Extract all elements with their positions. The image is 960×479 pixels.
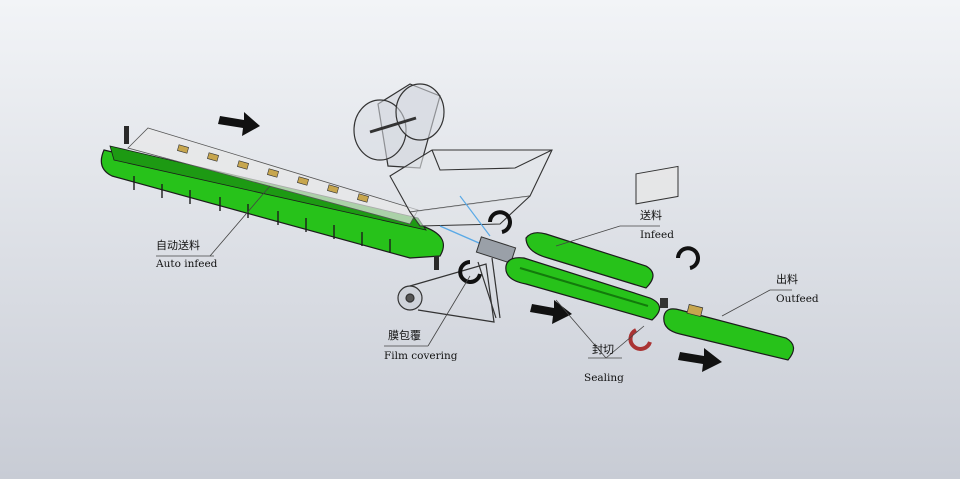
auto-infeed-en-label: Auto infeed (156, 258, 218, 270)
auto-infeed-zh-label: 自动送料 (156, 239, 200, 252)
rotate-arrow-icon (458, 210, 700, 351)
film-path-2 (459, 195, 491, 237)
sealing-conveyor (505, 165, 679, 321)
sealing-zh-label: 封切 (592, 343, 614, 356)
arrow-out-icon (678, 348, 722, 372)
infeed-zh-label: 送料 (640, 209, 662, 222)
film-covering-en-label: Film covering (384, 350, 458, 362)
infeed-conveyor (475, 232, 654, 289)
film-feed-roller (397, 257, 501, 323)
film-roll (353, 83, 445, 169)
infeed-en-label: Infeed (640, 229, 674, 241)
film-covering-zh-label: 膜包覆 (388, 329, 421, 342)
film-former-hopper (389, 149, 553, 227)
outfeed-zh-label: 出料 (776, 273, 798, 286)
arrow-in-icon (218, 112, 260, 136)
outfeed-conveyor (663, 304, 795, 361)
leader-lines (156, 185, 792, 359)
outfeed-en-label: Outfeed (776, 293, 819, 305)
sealing-en-label: Sealing (584, 372, 624, 384)
